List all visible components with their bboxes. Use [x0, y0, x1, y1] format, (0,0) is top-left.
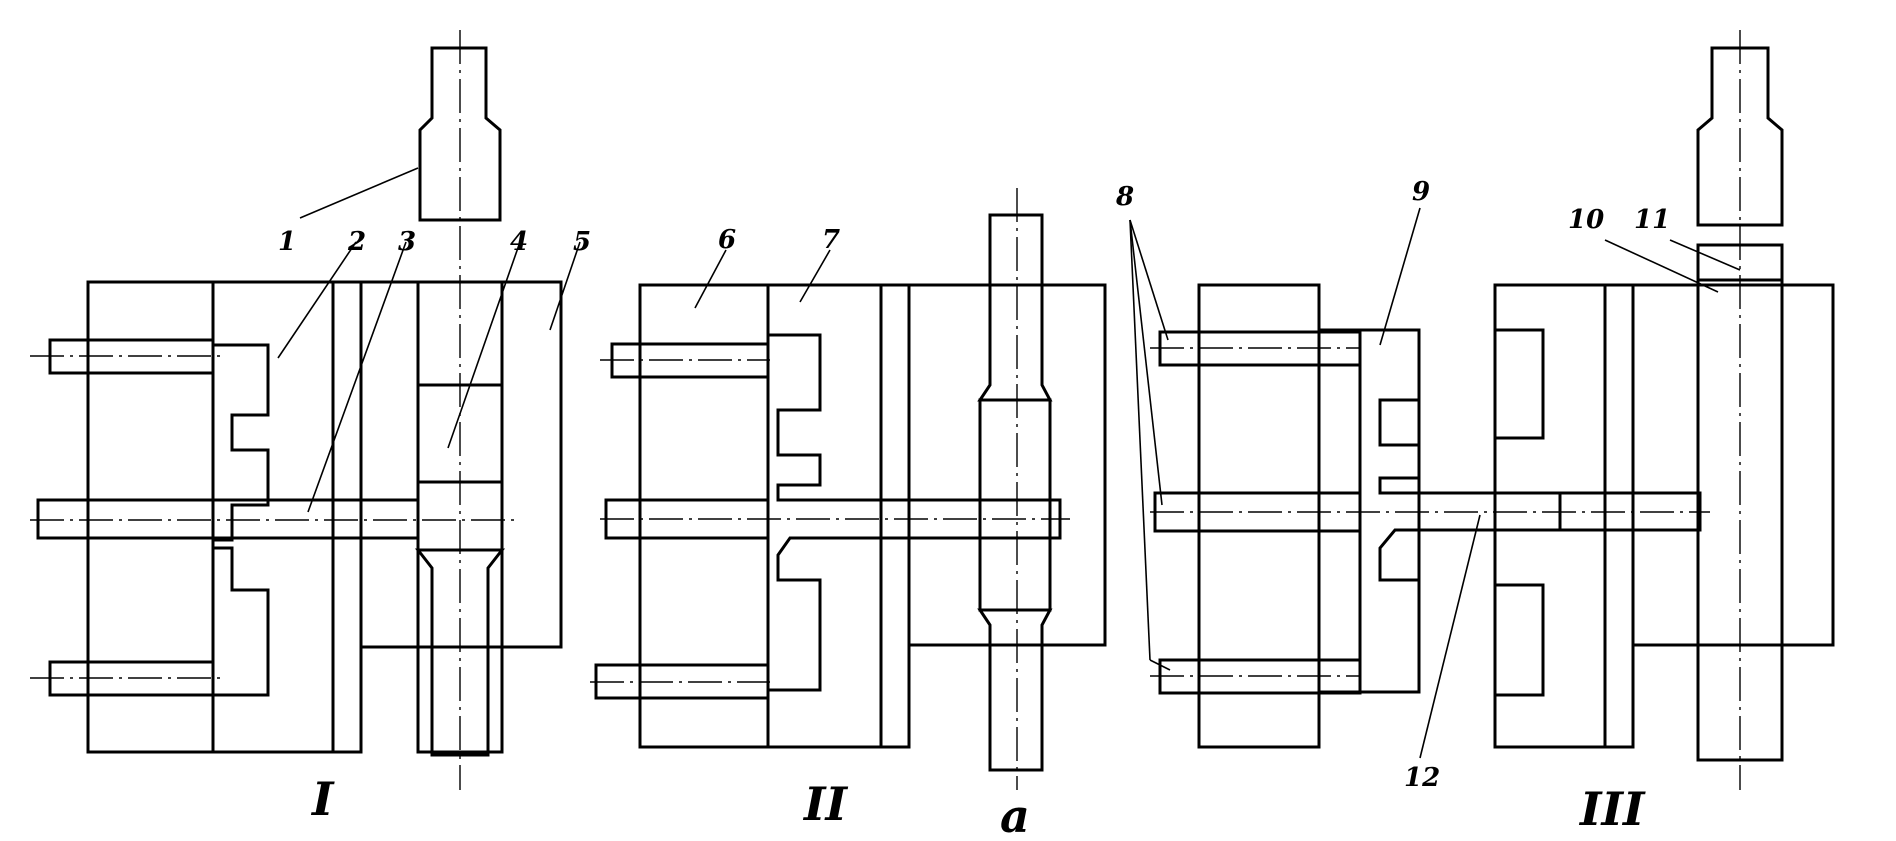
stage-three-assembly	[1129, 30, 1835, 790]
plunger-rod	[414, 548, 506, 757]
fixed-die-block	[359, 280, 563, 649]
label-4: 4	[510, 227, 528, 257]
fixed-thin-plate	[879, 283, 911, 749]
shot-sleeve	[978, 398, 1052, 612]
moving-die-plate	[86, 280, 215, 754]
casting	[766, 333, 1062, 692]
part-labels: 1 2 3 4 5 6 7 8 9 10 11 12	[278, 177, 1670, 793]
moving-die-plate	[638, 283, 770, 749]
stage-label-one: I	[310, 772, 335, 826]
fixed-recess-top	[1493, 328, 1545, 440]
fixed-die-insert	[1493, 283, 1607, 749]
moving-die-plate	[1197, 283, 1321, 749]
fixed-thin-plate	[1603, 283, 1635, 749]
label-10: 10	[1568, 205, 1604, 235]
die-cavity-lower	[211, 546, 270, 697]
stage-labels: I II a III	[310, 772, 1646, 841]
fixed-die-block	[907, 283, 1107, 647]
upper-punch	[1696, 46, 1784, 227]
label-12: 12	[1404, 763, 1440, 793]
die-cavity	[211, 343, 270, 542]
shot-sleeve	[1558, 491, 1702, 532]
stage-label-two: II	[802, 777, 849, 831]
stage-label-three: III	[1578, 782, 1646, 836]
ejected-casting	[1358, 328, 1562, 694]
stage-one-assembly	[30, 30, 581, 790]
label-8: 8	[1115, 182, 1134, 212]
moving-die-insert	[1317, 328, 1421, 694]
stage-two-assembly	[590, 188, 1107, 790]
label-5: 5	[573, 227, 591, 257]
moving-die-insert	[766, 283, 883, 749]
label-2: 2	[347, 227, 366, 257]
label-1: 1	[278, 227, 296, 257]
label-9: 9	[1412, 177, 1430, 207]
label-11: 11	[1634, 205, 1670, 235]
label-7: 7	[822, 225, 840, 255]
plunger-rod	[977, 213, 1053, 402]
fixed-recess-bottom	[1493, 583, 1545, 697]
ejector-pin-mid	[36, 498, 420, 540]
label-6: 6	[718, 225, 736, 255]
plunger-rod-lower	[977, 608, 1053, 772]
upper-punch	[418, 46, 502, 222]
label-3: 3	[398, 227, 416, 257]
fixed-thin-plate	[331, 280, 363, 754]
fixed-die-block	[1631, 283, 1835, 647]
figure-label-a: a	[1000, 789, 1030, 841]
